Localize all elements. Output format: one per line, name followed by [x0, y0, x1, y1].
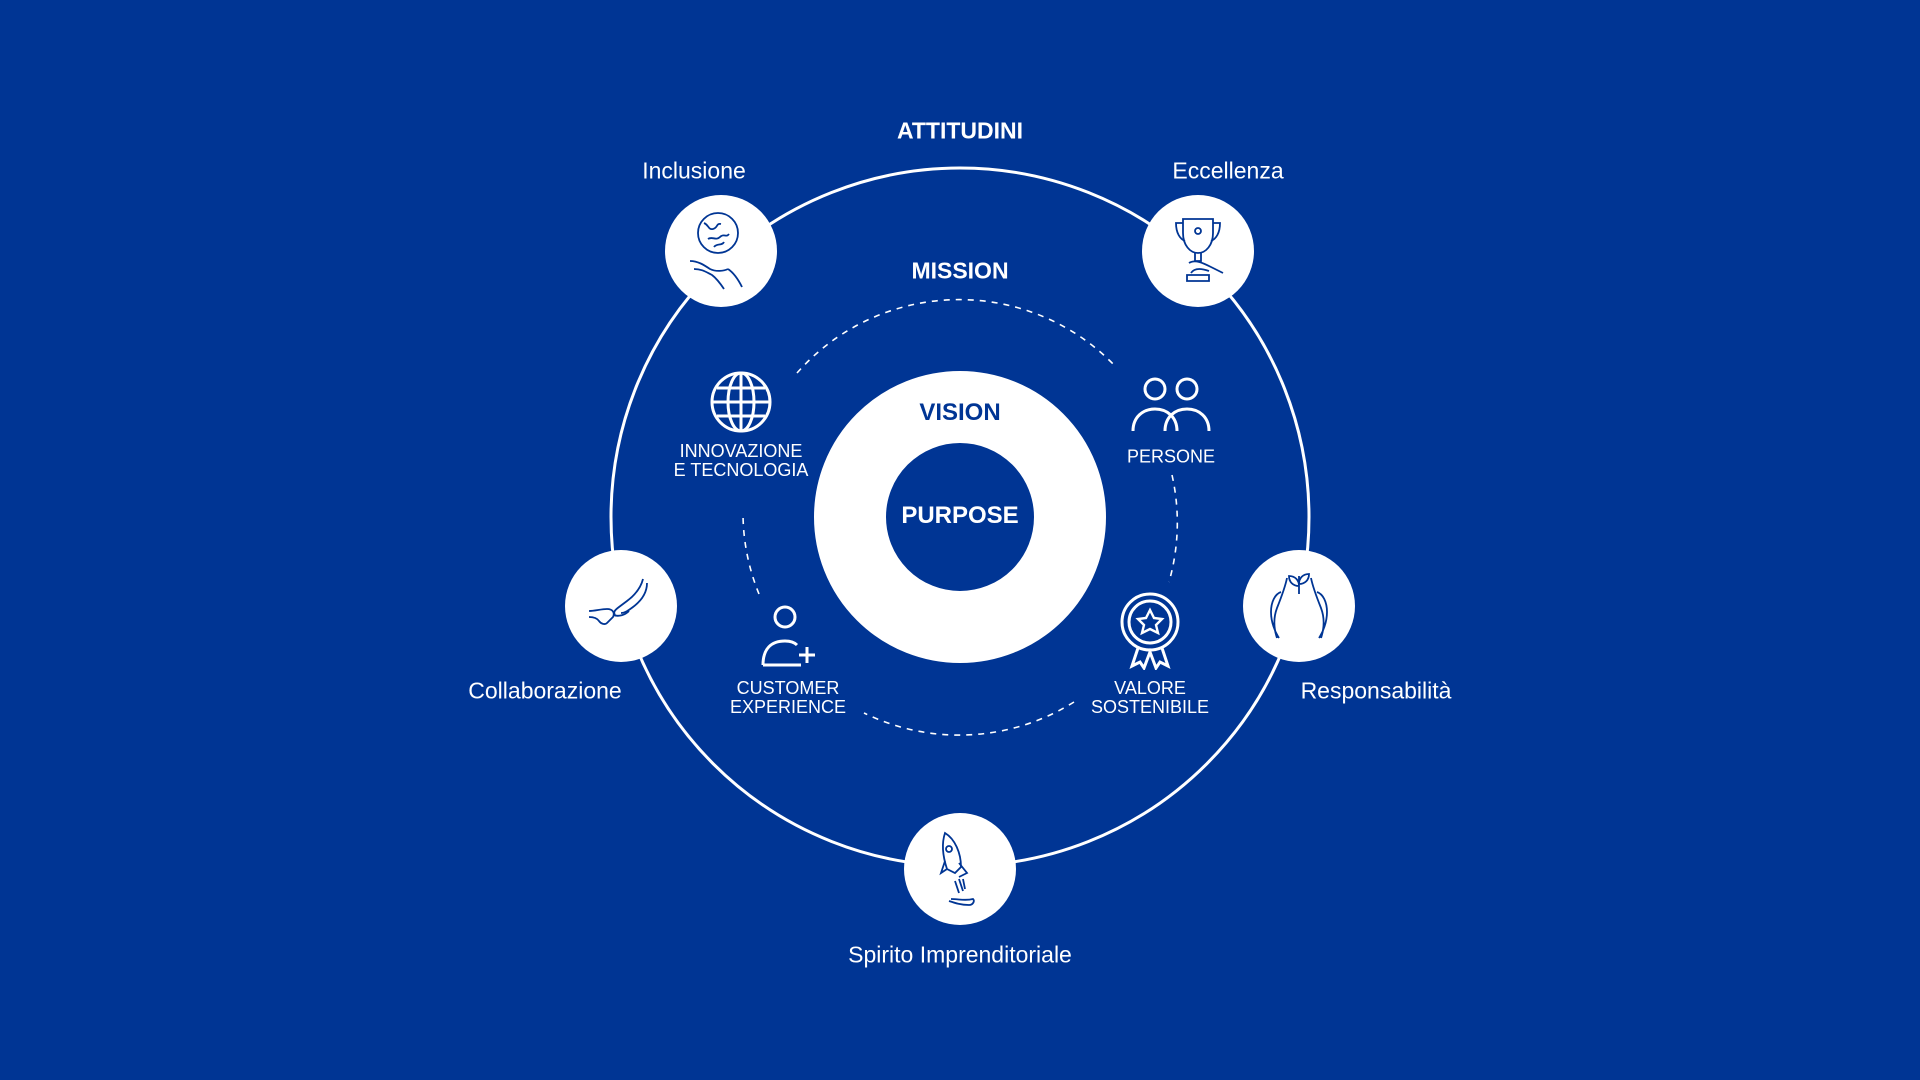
label-collaborazione: Collaborazione: [468, 677, 622, 704]
attitudini-heading: ATTITUDINI: [896, 117, 1024, 144]
node-responsabilita: [1243, 550, 1355, 662]
mission-label-line: VALORE: [1114, 678, 1186, 698]
award-icon: [1120, 592, 1180, 670]
label-eccellenza: Eccellenza: [1172, 157, 1284, 184]
mission-label-line: INNOVAZIONE: [679, 441, 803, 461]
label-spirito-imprenditoriale: Spirito Imprenditoriale: [848, 941, 1072, 968]
mission-customer-experience: CUSTOMER EXPERIENCE: [730, 679, 846, 717]
mission-label-line: CUSTOMER: [736, 678, 840, 698]
vision-heading: VISION: [919, 399, 1001, 426]
mission-persone: PERSONE: [1126, 446, 1216, 467]
globe-in-hand-icon: [689, 212, 743, 290]
vision-ring: [814, 371, 1106, 663]
node-eccellenza: [1142, 195, 1254, 307]
hands-with-plant-icon: [1270, 573, 1328, 639]
mission-label-line: E TECNOLOGIA: [673, 460, 809, 480]
people-icon: [1131, 377, 1211, 432]
purpose-heading: PURPOSE: [901, 502, 1019, 529]
globe-icon: [710, 371, 772, 433]
mission-label-line: SOSTENIBILE: [1090, 697, 1210, 717]
label-responsabilita: Responsabilità: [1300, 677, 1452, 704]
handshake-icon: [588, 578, 648, 625]
mission-innovazione-tecnologia: INNOVAZIONE E TECNOLOGIA: [674, 442, 809, 480]
label-inclusione: Inclusione: [642, 157, 746, 184]
mission-label-line: EXPERIENCE: [729, 697, 847, 717]
mission-valore-sostenibile: VALORE SOSTENIBILE: [1091, 679, 1209, 717]
node-collaborazione: [565, 550, 677, 662]
user-add-icon: [761, 605, 815, 667]
rocket-icon: [939, 831, 975, 906]
mission-dashed-ring: [742, 298, 1179, 736]
node-inclusione: [665, 195, 777, 307]
mission-heading: MISSION: [911, 257, 1009, 284]
trophy-icon: [1175, 218, 1224, 282]
mission-label-line: PERSONE: [1126, 446, 1216, 467]
node-spirito-imprenditoriale: [904, 813, 1016, 925]
